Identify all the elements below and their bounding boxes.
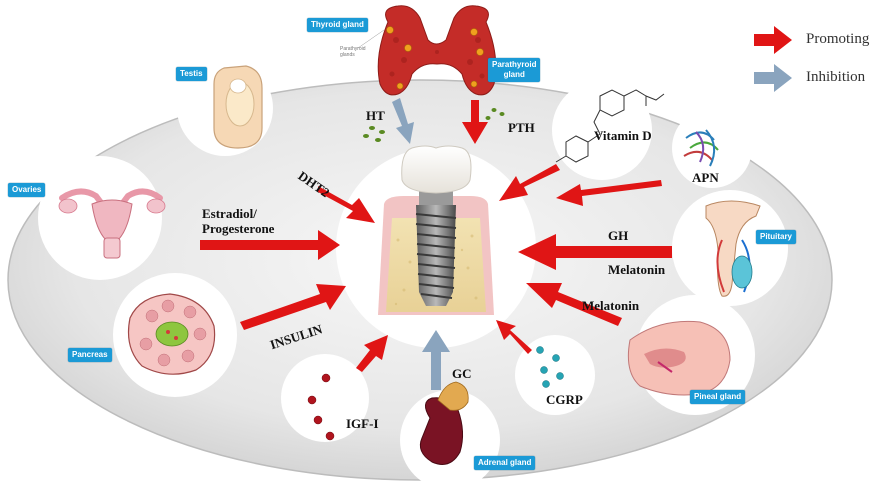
arrow-melatonin-pineal [526, 283, 622, 326]
tag-pituitary: Pituitary [756, 230, 797, 244]
label-igf: IGF-I [346, 416, 379, 431]
arrow-gh [518, 234, 672, 270]
label-melatonin-pituitary: Melatonin [608, 262, 666, 277]
adrenal-kidney-illustration [419, 381, 469, 465]
pth-dots [485, 108, 505, 120]
parathyroid-note-line2: glands [340, 52, 355, 58]
tag-pancreas: Pancreas [68, 348, 112, 362]
tag-pineal: Pineal gland [690, 390, 746, 404]
tag-adrenal: Adrenal gland [474, 456, 536, 470]
label-gc: GC [452, 366, 472, 381]
ht-dots [363, 126, 385, 142]
parathyroid-note-line1: Parathyroid [340, 46, 366, 52]
promoting-arrows [200, 100, 672, 372]
thyroid-illustration [357, 5, 497, 96]
inhibition-arrows [392, 98, 450, 390]
arrow-dht2 [318, 186, 375, 223]
pancreas-illustration [127, 293, 216, 375]
apn-illustration [683, 129, 719, 167]
vitamin-d-structure [555, 89, 665, 163]
label-estradiol-line2: Progesterone [202, 221, 275, 236]
arrow-estradiol [200, 230, 340, 260]
arrow-igf [356, 335, 388, 372]
label-melatonin-pineal: Melatonin [582, 298, 640, 313]
cgrp-dots [536, 346, 564, 388]
tag-ovaries: Ovaries [8, 183, 46, 197]
tag-parathyroid-line1: Parathyroid [492, 60, 537, 69]
legend-promoting-label: Promoting [806, 31, 870, 47]
tag-parathyroid: Parathyroid gland [488, 58, 541, 82]
label-pth: PTH [508, 120, 535, 135]
tag-thyroid: Thyroid gland [307, 18, 368, 32]
arrow-pth [462, 100, 488, 144]
tag-testis: Testis [176, 67, 207, 81]
parathyroid-note: Parathyroid glands [340, 46, 366, 58]
legend-inhibition-label: Inhibition [806, 69, 866, 85]
pituitary-illustration [705, 200, 761, 297]
ovaries-illustration [58, 188, 166, 259]
label-vitamin-d: Vitamin D [594, 128, 652, 143]
label-estradiol-line1: Estradiol/ [202, 206, 257, 221]
igf-dots [307, 373, 335, 441]
arrow-apn [556, 180, 662, 206]
dental-implant-illustration [378, 145, 494, 315]
tag-parathyroid-line2: gland [503, 70, 525, 79]
label-apn: APN [692, 170, 719, 185]
label-estradiol: Estradiol/ Progesterone [202, 206, 274, 236]
arrow-cgrp [496, 320, 532, 354]
legend-inhibition-arrow [754, 64, 792, 92]
arrow-ht [392, 98, 414, 144]
legend-promoting-arrow [754, 26, 792, 54]
arrow-gc [422, 330, 450, 390]
pineal-illustration [627, 320, 731, 396]
label-gh: GH [608, 228, 629, 243]
arrow-insulin [240, 284, 346, 330]
arrow-vitamin-d [499, 164, 560, 201]
label-cgrp: CGRP [546, 392, 583, 407]
label-ht: HT [366, 108, 385, 123]
testis-illustration [213, 65, 263, 149]
